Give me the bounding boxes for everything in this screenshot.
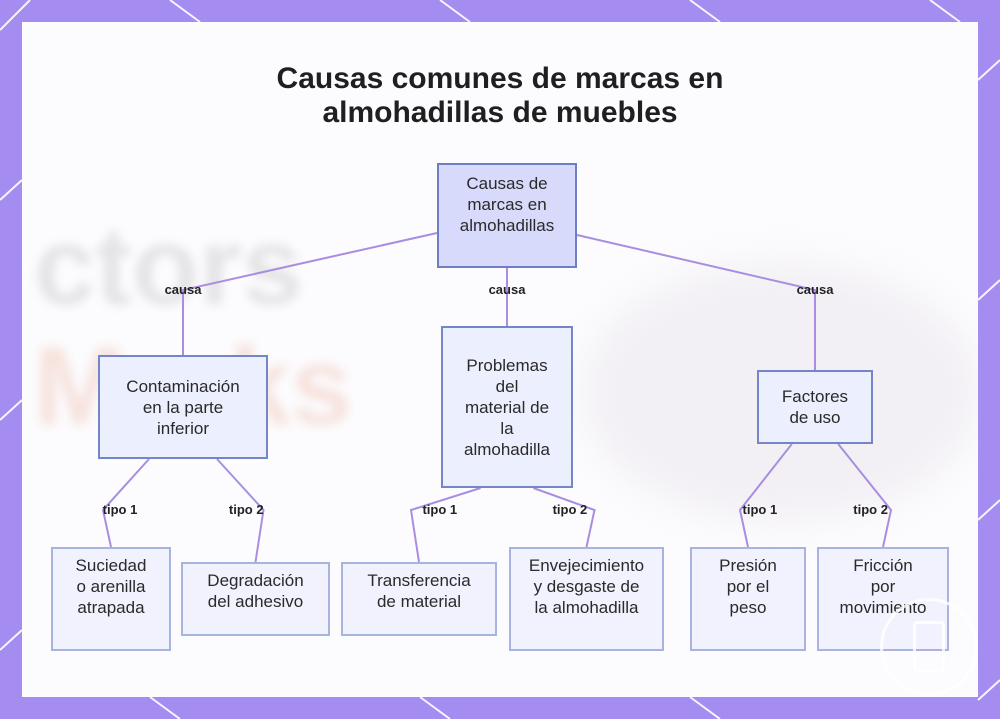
leaf-node-line: Envejecimiento — [528, 556, 645, 575]
edge-label-causa: causa — [796, 282, 834, 297]
edge-label-causa: causa — [164, 282, 202, 297]
leaf-node-line: atrapada — [77, 598, 145, 617]
leaf-node-line: Degradación — [207, 571, 304, 590]
edge-category-to-leaf — [533, 487, 596, 548]
category-node-line: Factores — [781, 387, 849, 406]
leaf-node: Envejecimiento y desgaste de la almohadill… — [509, 547, 664, 651]
leaf-node-text: Envejecimiento y desgaste de la almohadill… — [529, 555, 644, 618]
edge-category-to-leaf — [409, 487, 481, 563]
edge-category-to-leaf — [216, 458, 265, 563]
leaf-node: Suciedad o arenilla atrapada — [51, 547, 171, 651]
edge-category-to-leaf — [101, 458, 150, 548]
leaf-node-line: Fricción — [853, 556, 913, 575]
edge-label-tipo: tipo 2 — [853, 502, 888, 517]
category-node: Factores de uso — [757, 370, 873, 444]
leaf-node-line: de material — [376, 592, 462, 611]
root-node: Causas de marcas en almohadillas — [437, 163, 577, 268]
seal-watermark-icon — [880, 598, 978, 696]
category-node-line: del — [495, 376, 519, 396]
leaf-node-text: Presión por el peso — [719, 555, 777, 618]
leaf-node-line: peso — [729, 598, 767, 617]
leaf-node-line: Presión — [719, 556, 777, 575]
edge-label-tipo: tipo 2 — [552, 502, 588, 517]
category-node-line: la — [500, 418, 514, 438]
leaf-node: Degradación del adhesivo — [181, 562, 330, 636]
edge-label-tipo: tipo 2 — [228, 502, 264, 517]
leaf-node: Presión por el peso — [690, 547, 806, 651]
edge-category-to-leaf — [738, 443, 793, 548]
diagram-title-line-1: Causas comunes de marcas en — [276, 62, 724, 95]
edge-root-to-category — [182, 232, 438, 355]
edge-label-tipo: tipo 1 — [102, 502, 138, 517]
category-node-line: de uso — [789, 408, 841, 427]
root-node-line: marcas en — [467, 195, 547, 214]
category-node-line: material de — [464, 397, 550, 417]
category-node-text: Factores de uso — [782, 386, 848, 428]
diagram-title-line-2: almohadillas de muebles — [322, 96, 678, 129]
leaf-node-line: Suciedad — [75, 556, 147, 575]
category-node-line: Contaminación — [126, 376, 240, 396]
leaf-node-line: por el — [726, 577, 770, 596]
leaf-node-text: Suciedad o arenilla atrapada — [76, 555, 147, 618]
leaf-node: Transferencia de material — [341, 562, 497, 636]
edge-category-to-leaf — [837, 443, 893, 548]
diagram-title: Causas comunes de marcas en almohadillas… — [22, 62, 978, 130]
edge-label-tipo: tipo 1 — [422, 502, 458, 517]
category-node-line: inferior — [157, 418, 209, 438]
root-node-text: Causas de marcas en almohadillas — [460, 173, 555, 236]
leaf-node-line: y desgaste de — [533, 577, 640, 596]
leaf-node-text: Transferencia de material — [367, 570, 470, 612]
leaf-node-text: Degradación del adhesivo — [207, 570, 303, 612]
root-node-line: Causas de — [466, 174, 548, 193]
edge-label-causa: causa — [488, 282, 526, 297]
leaf-node-line: Transferencia — [367, 571, 471, 590]
leaf-node-line: o arenilla — [76, 577, 146, 596]
leaf-node-line: la almohadilla — [534, 598, 639, 617]
category-node-line: Problemas — [466, 355, 548, 375]
edge-root-to-category — [576, 234, 816, 370]
leaf-node-line: del adhesivo — [207, 592, 304, 611]
edge-label-tipo: tipo 1 — [742, 502, 778, 517]
root-node-line: almohadillas — [459, 216, 555, 235]
leaf-node-line: por — [870, 577, 896, 596]
category-node-line: almohadilla — [464, 439, 550, 459]
category-node-line: en la parte — [142, 397, 224, 417]
